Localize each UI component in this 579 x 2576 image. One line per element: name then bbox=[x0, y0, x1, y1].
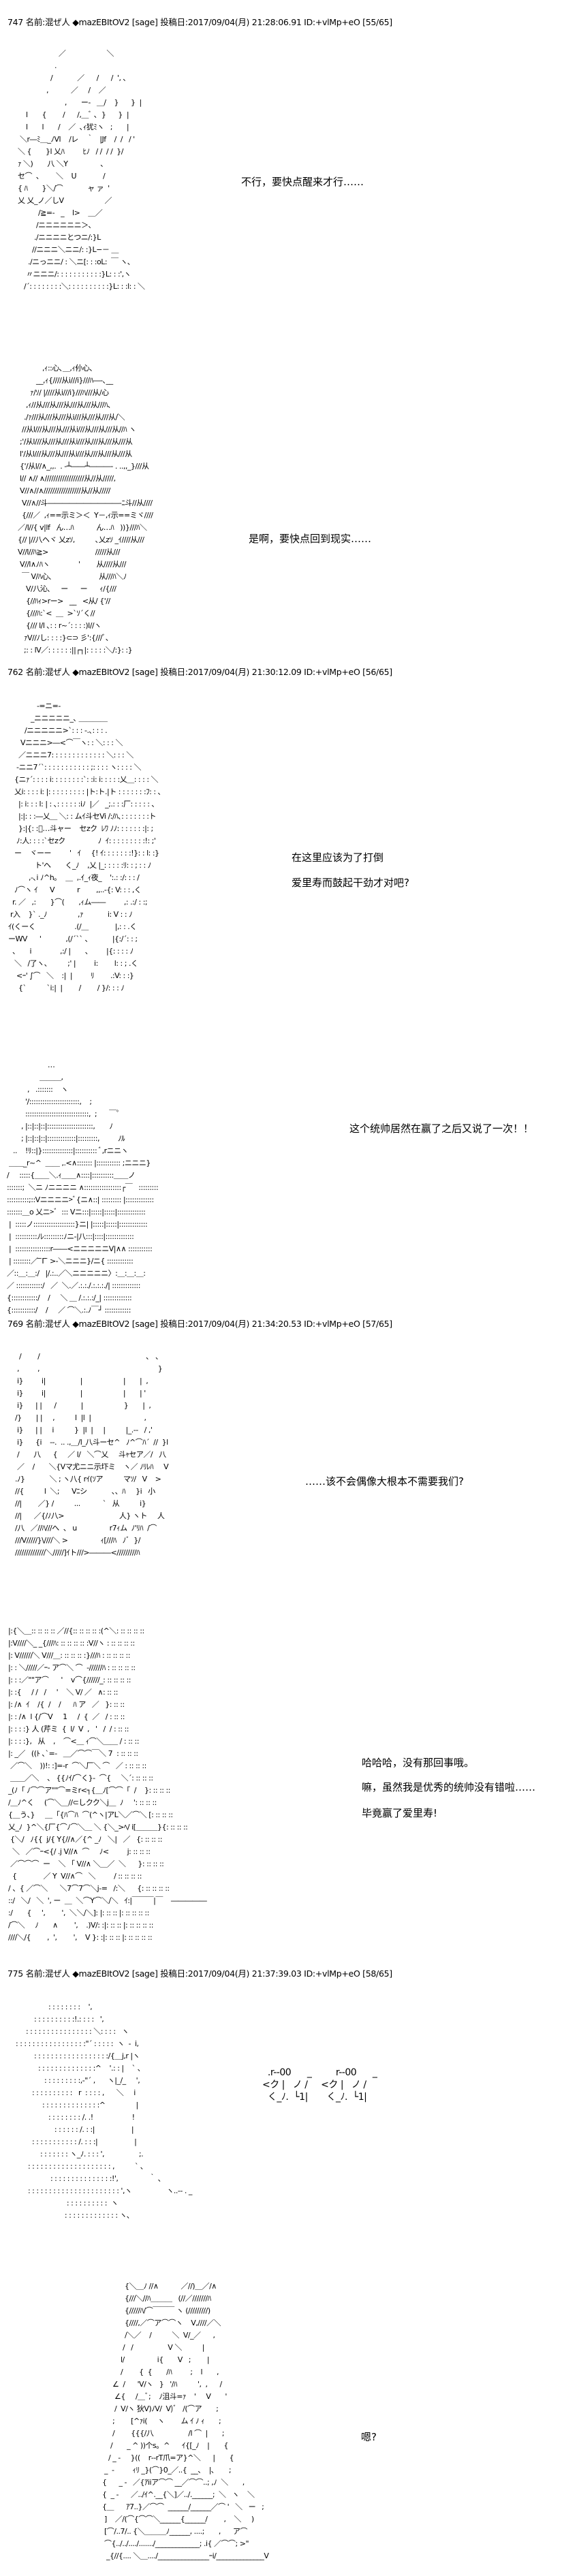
dialogue-line: 哈哈哈，没有那回事哦。 bbox=[362, 1757, 475, 1769]
post-header: 775 名前:混ぜ人 ◆mazEBItOV2 [sage] 投稿日:2017/0… bbox=[7, 1968, 392, 1979]
dialogue-line: ……该不会偶像大根本不需要我们? bbox=[305, 1475, 464, 1488]
aa-art-tank-girl: … ＿＿＿, , .::::::: ヽ '/::::::::::::::::::… bbox=[7, 1061, 159, 1315]
dialogue-line: 爱里寿而鼓起干劲才对吧? bbox=[292, 877, 409, 889]
aa-art-cap-girl: -=ニ=- _ニニニニニ_､ ＿＿＿＿ /ニニニニニ>`: : : ‐.､: :… bbox=[8, 702, 161, 992]
aa-art-silhouette: : : : : : : : : ', : : : : : : : : : :!.… bbox=[15, 2002, 192, 2220]
dialogue-line: 是啊，要快点回到现实…… bbox=[249, 533, 372, 545]
dialogue-line: 在这里应该为了打倒 bbox=[292, 851, 384, 864]
aa-art-crowd-girl: ,ｨ::心､＿,ｨ仦心､ __,ｨ{////从i///i}///ﾊ―-､__ ｧ… bbox=[18, 364, 153, 655]
dialogue-line: 这个统帅居然在赢了之后又说了一次！！ bbox=[349, 1122, 534, 1135]
dialogue-line: 毕竟赢了爱里寿! bbox=[362, 1807, 438, 1819]
post-header: 769 名前:混ぜ人 ◆mazEBItOV2 [sage] 投稿日:2017/0… bbox=[7, 1319, 392, 1329]
aa-art-laughing-girl: |:{＼＿:: :: :: :: ／//{:: :: :: :: :(^＼: :… bbox=[8, 1627, 207, 1942]
post-header: 747 名前:混ぜ人 ◆mazEBItOV2 [sage] 投稿日:2017/0… bbox=[7, 17, 392, 27]
dialogue-line: 嘛，虽然我是优秀的统帅没有错啦…… bbox=[362, 1781, 536, 1793]
post-header: 762 名前:混ぜ人 ◆mazEBItOV2 [sage] 投稿日:2017/0… bbox=[7, 667, 392, 677]
aa-art-bear-hood-girl: {＼＿ﾉ //∧ ／//)＿／/∧ {///＼//ﾊ＿＿＿ (//／//////… bbox=[102, 2282, 269, 2560]
aa-art-sound-effect: .r--00 _ r--00 _ <ク | ノ / <ク | ノ / く_ﾉ. … bbox=[262, 2067, 377, 2103]
dialogue-line: 嗯? bbox=[361, 2431, 377, 2443]
aa-art-sleeping-girl: ／ ＼ . / ／ / / ', ､ , ／ / ／ , ー- ＿/ } } |… bbox=[18, 49, 145, 291]
dialogue-line: 不行，要快点醒来才行…… bbox=[241, 176, 364, 188]
aa-art-worried-girl: / / ､ ､ , , } i} i| | | bbox=[15, 1352, 169, 1557]
